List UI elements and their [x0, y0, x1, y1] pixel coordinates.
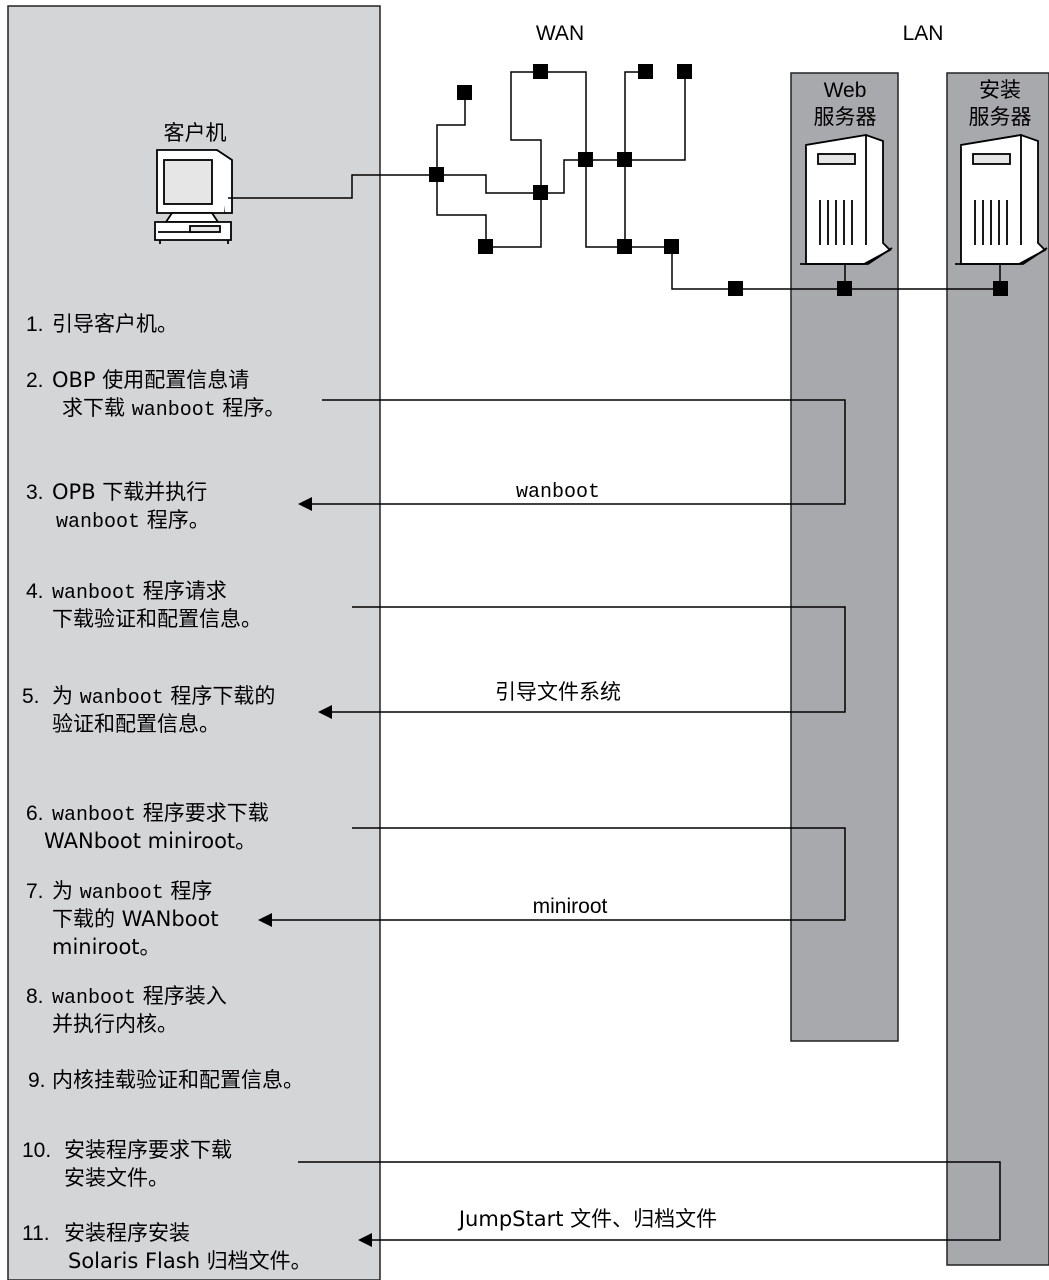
transfer-label-jumpstart: JumpStart 文件、归档文件 [457, 1207, 717, 1231]
lan-label: LAN [903, 22, 944, 45]
step-number: 3. [26, 481, 44, 504]
step-text: WANboot miniroot。 [44, 829, 256, 853]
step-text-line: wanboot 程序要求下载 [52, 801, 269, 827]
step-text-line: wanboot 程序。 [56, 508, 210, 534]
wan-network [228, 71, 1001, 290]
web-server-label: Web [824, 79, 867, 102]
step-text: 程序。 [216, 396, 286, 420]
step-text-line: 安装文件。 [64, 1166, 169, 1190]
step-text: 安装程序要求下载 [64, 1138, 232, 1162]
step-text: 下载的 WANboot [52, 907, 219, 931]
step-text: 程序下载的 [164, 684, 276, 708]
wan-network-nodes [429, 64, 1008, 296]
step-text-line: wanboot 程序装入 [52, 984, 227, 1010]
step-text: 并执行内核。 [52, 1012, 178, 1036]
command-name: wanboot [52, 804, 136, 827]
step-text: OBP 使用配置信息请 [52, 368, 249, 392]
step-item: 3. OPB 下载并执行 wanboot 程序。 [26, 480, 210, 534]
step-text-line: miniroot。 [52, 935, 161, 959]
step-text-line: Solaris Flash 归档文件。 [68, 1249, 312, 1273]
step-text: 下载验证和配置信息。 [52, 607, 262, 631]
step-text: 程序要求下载 [136, 801, 269, 825]
step-text-line: 求下载 wanboot 程序。 [62, 396, 285, 422]
step-text-line: wanboot 程序请求 [52, 579, 227, 605]
step-item: 11. 安装程序安装 Solaris Flash 归档文件。 [22, 1221, 312, 1273]
web-server-icon [800, 133, 893, 265]
step-text: 内核挂载验证和配置信息。 [52, 1068, 304, 1092]
step-text: 求下载 [62, 396, 132, 420]
step-number: 4. [26, 580, 44, 603]
wan-label: WAN [536, 22, 584, 45]
step-number: 10. [22, 1139, 51, 1162]
step-text: Solaris Flash 归档文件。 [68, 1249, 312, 1273]
step-number: 7. [26, 880, 44, 903]
step-text: 程序。 [140, 508, 210, 532]
step-text-line: OBP 使用配置信息请 [52, 368, 249, 392]
step-text: 程序 [164, 879, 213, 903]
step-text-line: 下载的 WANboot [52, 907, 219, 931]
step-text-line: 验证和配置信息。 [52, 712, 220, 736]
step-number: 8. [26, 985, 44, 1008]
step-number: 2. [26, 369, 44, 392]
install-server-label: 服务器 [969, 105, 1032, 129]
client-label: 客户机 [164, 121, 227, 145]
step-text: 安装文件。 [64, 1166, 169, 1190]
step-text-line: 为 wanboot 程序下载的 [52, 684, 275, 710]
transfer-arrowheads [258, 497, 372, 1247]
step-text: miniroot。 [52, 935, 161, 959]
step-text: 安装程序安装 [64, 1221, 190, 1245]
step-number: 9. [28, 1069, 46, 1092]
command-name: wanboot [52, 582, 136, 605]
transfer-label-boot-fs: 引导文件系统 [495, 680, 621, 704]
step-text-line: 安装程序安装 [64, 1221, 190, 1245]
command-name: wanboot [80, 687, 164, 710]
install-server-column [946, 72, 1049, 1266]
install-server-icon [955, 133, 1048, 265]
step-item: 9. 内核挂载验证和配置信息。 [28, 1068, 304, 1092]
step-text: 程序装入 [136, 984, 227, 1008]
command-name: wanboot [80, 882, 164, 905]
step-text-line: 下载验证和配置信息。 [52, 607, 262, 631]
step-text: 验证和配置信息。 [52, 712, 220, 736]
command-name: wanboot [52, 987, 136, 1010]
step-text: 为 [52, 879, 80, 903]
step-text: 程序请求 [136, 579, 227, 603]
step-text-line: 内核挂载验证和配置信息。 [52, 1068, 304, 1092]
step-number: 5. [22, 685, 40, 708]
step-item: 1. 引导客户机。 [26, 312, 178, 336]
step-text-line: 为 wanboot 程序 [52, 879, 212, 905]
install-server-label: 安装 [979, 78, 1021, 102]
transfer-lines [272, 399, 1001, 1241]
client-computer-icon [154, 149, 233, 244]
command-name: wanboot [132, 399, 216, 422]
transfer-label-miniroot: miniroot [533, 895, 608, 918]
step-number: 11. [22, 1222, 50, 1245]
step-number: 1. [26, 313, 44, 336]
step-text-line: 安装程序要求下载 [64, 1138, 232, 1162]
step-text: 为 [52, 684, 80, 708]
step-text: 引导客户机。 [52, 312, 178, 336]
step-number: 6. [26, 802, 44, 825]
transfer-label-wanboot: wanboot [516, 481, 600, 504]
step-text-line: 引导客户机。 [52, 312, 178, 336]
command-name: wanboot [56, 511, 140, 534]
step-text-line: WANboot miniroot。 [44, 829, 256, 853]
step-text: OPB 下载并执行 [52, 480, 207, 504]
step-text-line: 并执行内核。 [52, 1012, 178, 1036]
step-text-line: OPB 下载并执行 [52, 480, 207, 504]
web-server-label: 服务器 [814, 105, 877, 129]
